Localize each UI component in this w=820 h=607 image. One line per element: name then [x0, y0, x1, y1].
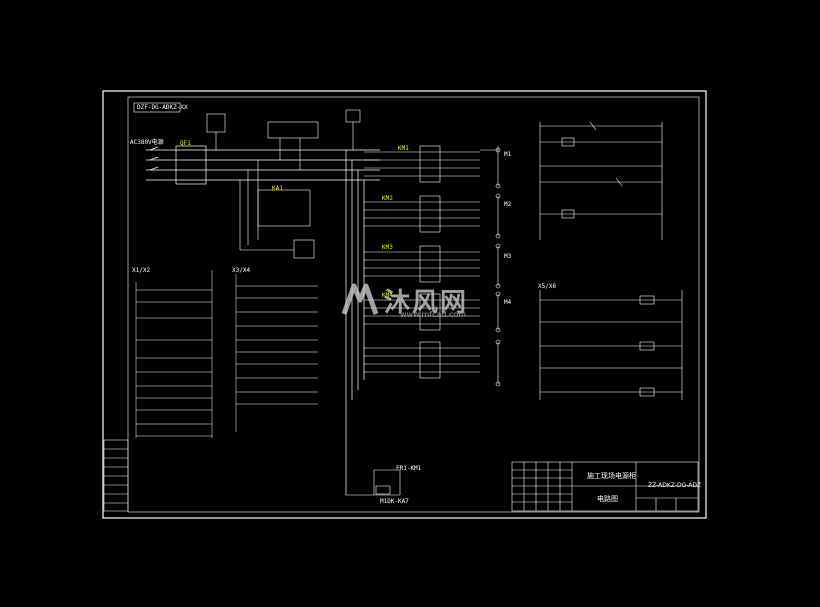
- main-breaker: [149, 145, 207, 185]
- io-header-right: X5/X6: [538, 283, 557, 290]
- revision-table: [103, 439, 129, 512]
- relay-label: KA1: [272, 185, 283, 192]
- outer-frame: [102, 90, 707, 519]
- io-list-middle: [235, 274, 318, 432]
- feeder-bus: [345, 150, 365, 495]
- title-block: [511, 461, 699, 512]
- motor-label-1: M1: [504, 151, 512, 158]
- io-header-left: X1/X2: [132, 267, 151, 274]
- feeder-branches: [364, 145, 499, 384]
- control-ladder-top: [539, 121, 663, 240]
- bottom-relay: [346, 469, 401, 496]
- control-ladder-bottom: [539, 290, 683, 400]
- motor-label-3: M3: [504, 253, 512, 260]
- motor-terminals: [495, 147, 501, 387]
- motor-label-4: M4: [504, 299, 512, 306]
- control-block: [239, 160, 315, 259]
- drawing-number-box: [133, 102, 181, 113]
- contactor-label-4: KM4: [382, 292, 393, 299]
- contactor-label-1: KM1: [398, 145, 409, 152]
- inner-frame: [127, 96, 700, 513]
- io-list-left: [135, 270, 213, 438]
- metering-blocks: [206, 109, 361, 170]
- title-drawing-number: ZZ-ADKZ-DG-ADZ: [648, 482, 702, 489]
- io-header-middle: X3/X4: [232, 267, 251, 274]
- contactor-label-3: KM3: [382, 244, 393, 251]
- title-drawing-name: 电路图: [597, 495, 618, 503]
- main-bus: [146, 149, 380, 181]
- title-project: 施工现场电源柜: [587, 472, 636, 480]
- power-source-label: AC380V电源: [130, 139, 164, 146]
- drawing-number-top: DZF-DG-ADKZ-XX: [137, 104, 188, 111]
- breaker-label-1: QF1: [180, 140, 191, 147]
- bottom-note-label: M1DK-KA7: [380, 498, 409, 505]
- bottom-relay-label: FR1-KM1: [396, 465, 422, 472]
- contactor-label-2: KM2: [382, 195, 393, 202]
- motor-label-2: M2: [504, 201, 512, 208]
